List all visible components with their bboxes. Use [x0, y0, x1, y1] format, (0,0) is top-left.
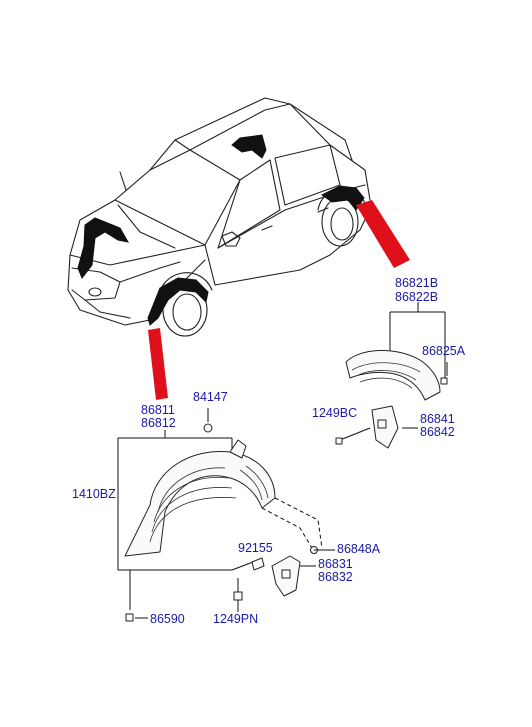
- label-1410BZ: 1410BZ: [72, 487, 116, 501]
- label-86825A: 86825A: [422, 344, 466, 358]
- nut-84147: [203, 423, 213, 433]
- front-left-liner-highlight: [77, 217, 129, 280]
- roof-part-highlight: [231, 134, 267, 159]
- part-labels: 86821B 86822B 86825A 1249BC 86841 86842 …: [72, 276, 466, 626]
- leader-arrow-front: [148, 328, 168, 400]
- front-wheel-liner-assembly: [117, 408, 323, 622]
- label-86841: 86841: [420, 412, 455, 426]
- rear-wheel-liner-assembly: [335, 302, 448, 449]
- label-1249BC: 1249BC: [312, 406, 357, 420]
- front-right-liner-highlight: [147, 277, 209, 326]
- label-84147: 84147: [193, 390, 228, 404]
- label-86848A: 86848A: [337, 542, 381, 556]
- clip-86590: [125, 613, 134, 622]
- bolt-92155: [251, 557, 265, 571]
- label-86831: 86831: [318, 557, 353, 571]
- label-1249PN: 1249PN: [213, 612, 258, 626]
- clip-86825A: [440, 377, 448, 385]
- label-86832: 86832: [318, 570, 353, 584]
- label-86590: 86590: [150, 612, 185, 626]
- label-86812: 86812: [141, 416, 176, 430]
- label-92155: 92155: [238, 541, 273, 555]
- screw-1249PN: [233, 591, 243, 601]
- label-86821B: 86821B: [395, 276, 438, 290]
- car-illustration: [67, 97, 373, 337]
- rear-liner-part: [345, 350, 441, 401]
- front-liner-part: [124, 451, 276, 557]
- label-86842: 86842: [420, 425, 455, 439]
- screw-1249BC: [335, 437, 343, 445]
- label-86822B: 86822B: [395, 290, 438, 304]
- label-86811: 86811: [141, 403, 175, 417]
- leader-arrow-rear: [356, 200, 410, 268]
